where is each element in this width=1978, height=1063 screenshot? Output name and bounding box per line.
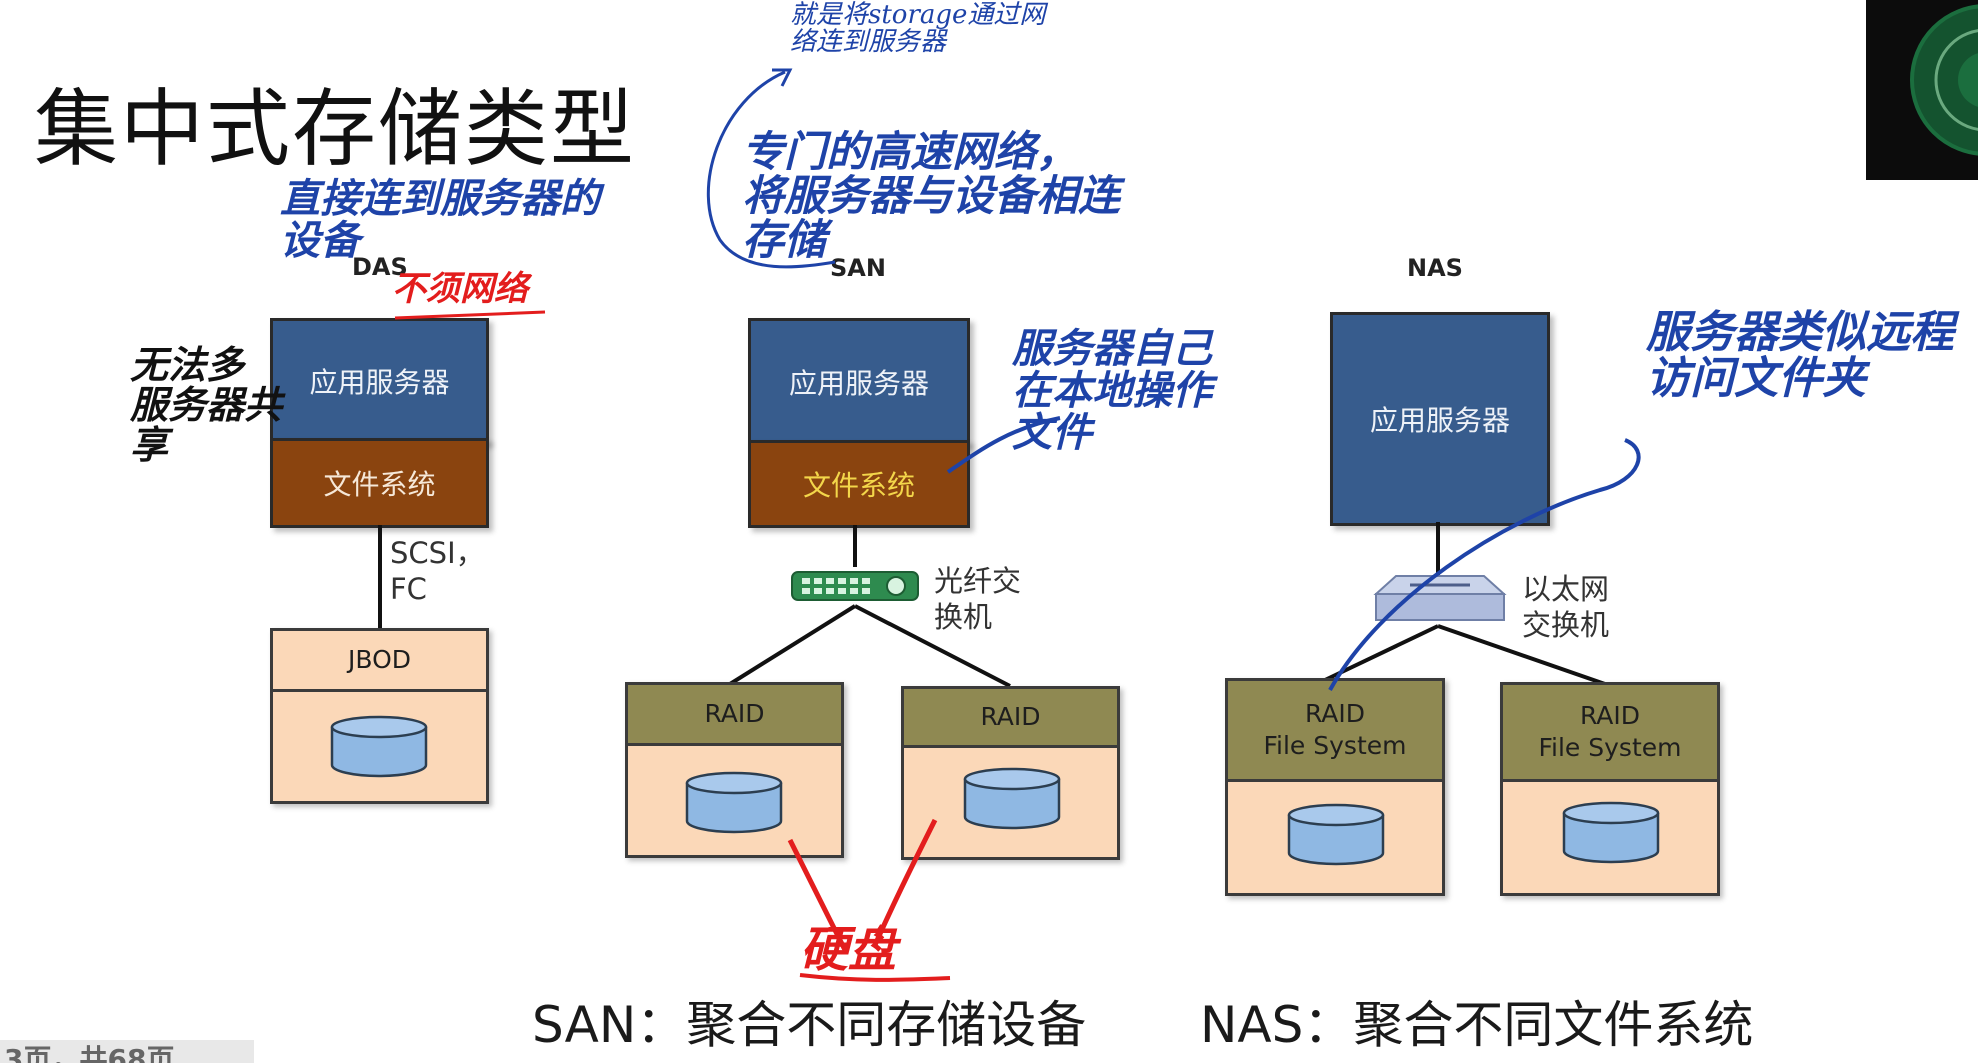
nas-raid-box-2: RAID File System: [1500, 682, 1720, 896]
das-note: 直接连到服务器的 设备: [280, 175, 600, 264]
slide-title: 集中式存储类型: [34, 80, 637, 178]
das-label: DAS: [352, 253, 408, 281]
san-uplink-line: [853, 525, 857, 567]
raid-label: RAID: [704, 698, 765, 728]
nas-note: 服务器类似远程 访问文件夹: [1646, 307, 1954, 405]
university-logo: [1866, 0, 1978, 180]
file-system-label: File System: [1538, 733, 1682, 762]
san-filesystem-box: 文件系统: [748, 440, 970, 528]
nas-raid-box-1: RAID File System: [1225, 678, 1445, 896]
disk-icon: [1562, 801, 1660, 864]
nas-server-box: 应用服务器: [1330, 312, 1550, 526]
raid-label: RAID: [1579, 700, 1641, 730]
san-disk-note: 硬盘: [800, 922, 897, 978]
das-filesystem-box: 文件系统: [270, 438, 489, 528]
raid-fs-header: RAID File System: [1503, 685, 1717, 782]
raid-label: RAID: [1304, 698, 1366, 728]
ethernet-switch-label: 以太网 交换机: [1522, 572, 1610, 643]
disk-icon: [963, 767, 1061, 830]
fiber-switch-label: 光纤交 换机: [934, 564, 1022, 635]
disk-icon: [1287, 803, 1385, 866]
san-note: 专门的高速网络， 将服务器与设备相连 存储: [742, 127, 1121, 265]
ethernet-switch-icon: [1373, 575, 1507, 621]
disk-icon: [685, 771, 783, 834]
das-link-line: [378, 525, 382, 628]
nas-uplink-line: [1436, 522, 1440, 578]
san-server-box: 应用服务器: [748, 318, 970, 446]
raid-header: RAID: [904, 689, 1117, 748]
nas-caption: NAS：聚合不同文件系统: [1200, 996, 1754, 1054]
raid-label: RAID: [980, 701, 1041, 731]
san-label: SAN: [830, 254, 886, 282]
san-top-note: 就是将storage通过网 络连到服务器: [790, 0, 1046, 58]
das-left-note: 无法多 服务器共 享: [130, 342, 283, 467]
das-jbod-box: JBOD: [270, 628, 489, 804]
san-caption: SAN：聚合不同存储设备: [532, 996, 1087, 1054]
file-system-label: File System: [1263, 731, 1407, 760]
nas-label: NAS: [1407, 254, 1463, 282]
disk-icon: [330, 715, 428, 778]
fiber-switch-icon: [791, 571, 919, 601]
das-red-note: 不须网络: [392, 269, 528, 309]
san-raid-box-2: RAID: [901, 686, 1120, 860]
san-raid-box-1: RAID: [625, 682, 844, 858]
san-right-note: 服务器自己 在本地操作 文件: [1012, 325, 1212, 456]
das-link-label: SCSI， FC: [390, 536, 485, 607]
jbod-header: JBOD: [273, 631, 486, 692]
jbod-label: JBOD: [347, 644, 411, 674]
raid-fs-header: RAID File System: [1228, 681, 1442, 782]
page-indicator: 3页，共68页: [0, 1040, 254, 1063]
raid-header: RAID: [628, 685, 841, 746]
das-server-box: 应用服务器: [270, 318, 489, 444]
